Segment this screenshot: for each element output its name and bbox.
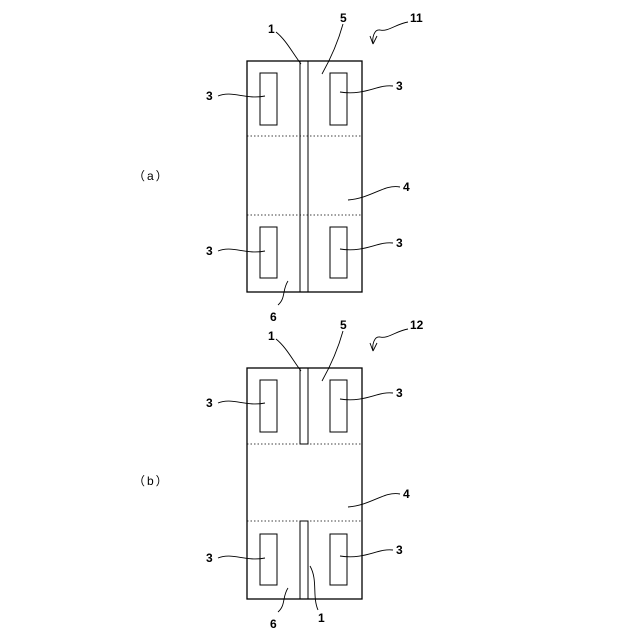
panel-b-leader-5 — [322, 331, 343, 381]
panel-a-pad-bottom-right — [330, 227, 347, 278]
panel-a-leader-11 — [373, 22, 408, 44]
panel-b-ref-3-bl: 3 — [206, 551, 213, 565]
panel-b-leader-3-tl — [218, 401, 265, 404]
panel-b-leader-3-bl — [218, 556, 265, 559]
panel-a-leader-3-tl — [218, 94, 265, 97]
panel-b-leader-6 — [278, 588, 288, 612]
panel-a-ref-6: 6 — [270, 310, 277, 324]
panel-b-leader-4 — [348, 494, 400, 507]
panel-b-ref-12: 12 — [410, 318, 424, 332]
panel-a-leader-4 — [348, 187, 400, 200]
panel-a-ref-3-br: 3 — [396, 236, 403, 250]
panel-b-ref-5: 5 — [340, 318, 347, 332]
panel-a-ref-3-tr: 3 — [396, 79, 403, 93]
panel-a-label: （a） — [133, 169, 170, 183]
panel-a-ref-11: 11 — [410, 11, 423, 25]
panel-a-pad-top-right — [330, 73, 347, 125]
panel-b-pad-top-right — [330, 380, 347, 432]
panel-b-pad-top-left — [260, 380, 277, 432]
panel-a-ref-3-bl: 3 — [206, 244, 213, 258]
panel-b-ref-3-br: 3 — [396, 543, 403, 557]
panel-a-ref-4: 4 — [403, 180, 410, 194]
panel-a-leader-1 — [276, 32, 301, 64]
panel-a-leader-6 — [278, 281, 288, 305]
panel-b-leader-12 — [373, 329, 408, 351]
panel-a-leader-3-bl — [218, 249, 265, 252]
panel-b-leader-3-tr — [340, 393, 393, 400]
panel-b-pad-bottom-right — [330, 534, 347, 585]
panel-b-ref-1-bottom: 1 — [318, 611, 325, 625]
panel-b-ref-6: 6 — [270, 617, 277, 631]
panel-b-ref-3-tl: 3 — [206, 396, 213, 410]
panel-b-label: （b） — [133, 474, 170, 488]
panel-b-center-line-bottom — [300, 521, 308, 599]
panel-a-pad-bottom-left — [260, 227, 277, 278]
panel-a-leader-3-br — [340, 243, 393, 250]
panel-b-body — [247, 368, 362, 599]
panel-a-leader-3-tr — [340, 86, 393, 93]
panel-a-ref-3-tl: 3 — [206, 89, 213, 103]
panel-b-leader-1-bottom — [310, 566, 318, 610]
panel-a: （a） 1 5 11 3 3 4 3 3 6 — [133, 11, 423, 324]
panel-b-ref-1-top: 1 — [268, 329, 275, 343]
panel-a-ref-1: 1 — [268, 22, 275, 36]
panel-b-ref-4: 4 — [403, 487, 410, 501]
panel-a-pad-top-left — [260, 73, 277, 125]
panel-b: （b） 1 5 12 3 3 4 3 3 6 1 — [133, 318, 424, 631]
panel-b-leader-1-top — [276, 339, 301, 371]
panel-b-pad-bottom-left — [260, 534, 277, 585]
panel-b-leader-3-br — [340, 550, 393, 557]
panel-a-ref-5: 5 — [340, 11, 347, 25]
panel-a-leader-5 — [322, 24, 343, 74]
panel-b-ref-3-tr: 3 — [396, 386, 403, 400]
panel-a-body — [247, 61, 362, 292]
panel-a-center-line — [300, 61, 308, 292]
panel-b-center-line-top — [300, 368, 308, 444]
